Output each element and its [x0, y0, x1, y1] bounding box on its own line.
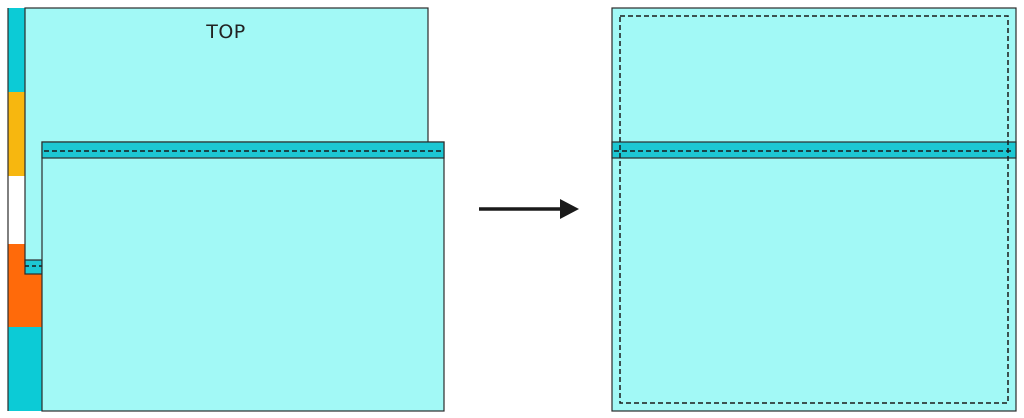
joined-panel: [611, 7, 1017, 412]
edge-segment-teal-top: [8, 8, 25, 92]
bottom-panel: [41, 141, 445, 412]
seam-strip-before: [41, 141, 445, 159]
seam-tab: [24, 259, 43, 275]
edge-segment-teal-bottom: [8, 327, 42, 411]
seam-strip-after: [611, 141, 1017, 159]
edge-segment-yellow: [8, 92, 25, 176]
outer-stitch-outline: [619, 15, 1009, 404]
edge-segment-white: [8, 176, 25, 244]
top-panel-label: TOP: [205, 21, 246, 43]
after-assembly-group: [611, 7, 1017, 412]
before-assembly-group: TOP: [7, 7, 445, 412]
right-arrow: [479, 199, 579, 219]
arrow-head: [560, 199, 579, 219]
